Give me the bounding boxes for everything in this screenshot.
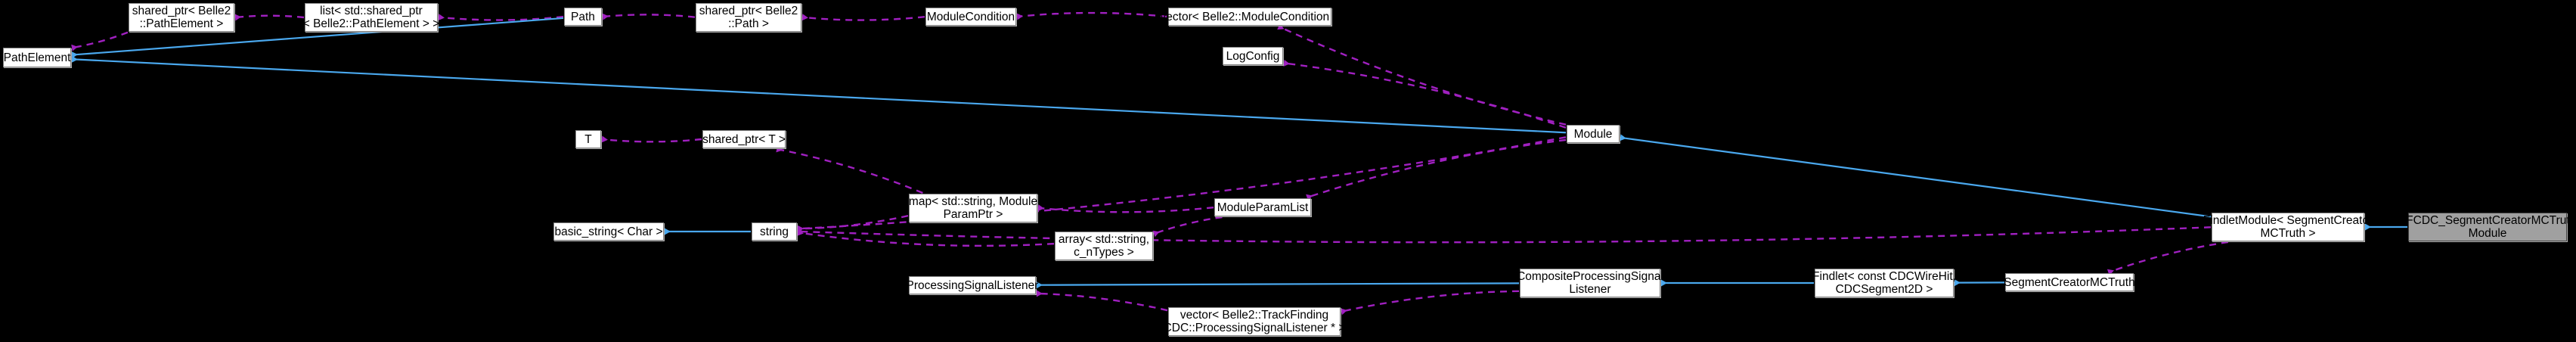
edge-sharedptr_pe-to-pathelement bbox=[71, 31, 129, 51]
edge-cpsl-to-psl bbox=[1036, 281, 1520, 289]
node-sharedptr_t[interactable]: shared_ptr< T > bbox=[702, 130, 786, 148]
node-findlet_cdc[interactable]: Findlet< const CDCWireHit, CDCSegment2D … bbox=[1812, 269, 1956, 297]
edge-module-to-vector_modcond bbox=[1277, 23, 1567, 126]
node-sharedptr_pe[interactable]: shared_ptr< Belle2 ::PathElement > bbox=[129, 3, 234, 32]
node-vector_modcond[interactable]: vector< Belle2::ModuleCondition > bbox=[1161, 8, 1339, 26]
edge-array_string-to-string bbox=[797, 229, 1055, 247]
node-moduleparamlist[interactable]: ModuleParamList bbox=[1214, 198, 1311, 216]
node-array_string[interactable]: array< std::string, c_nTypes > bbox=[1055, 232, 1153, 260]
edge-moduleparamlist-to-array_string bbox=[1152, 216, 1223, 238]
edge-module-to-moduleparamlist bbox=[1306, 138, 1567, 201]
node-path[interactable]: Path bbox=[564, 8, 602, 26]
edge-path-to-list_sharedptr_pe bbox=[438, 14, 564, 21]
node-basic_string[interactable]: basic_string< Char > bbox=[553, 222, 664, 241]
edge-cpsl-to-vector_psl bbox=[1341, 290, 1520, 316]
node-vector_psl[interactable]: vector< Belle2::TrackFinding CDC::Proces… bbox=[1163, 307, 1346, 336]
node-logconfig[interactable]: LogConfig bbox=[1223, 47, 1283, 65]
edge-vector_modcond-to-modulecondition bbox=[1016, 11, 1168, 20]
node-cpsl[interactable]: CompositeProcessingSignal Listener bbox=[1517, 269, 1663, 297]
edge-vector_psl-to-psl bbox=[1036, 290, 1168, 312]
edge-module-to-logconfig bbox=[1283, 59, 1567, 129]
edge-modulecondition-to-sharedptr_path bbox=[801, 14, 925, 21]
node-map_moduleparam[interactable]: map< std::string, Module ParamPtr > bbox=[908, 194, 1038, 222]
node-t[interactable]: T bbox=[575, 130, 601, 148]
node-segcreatormct[interactable]: SegmentCreatorMCTruth bbox=[2004, 273, 2135, 291]
node-module[interactable]: Module bbox=[1567, 125, 1620, 143]
edge-sharedptr_t-to-t bbox=[601, 135, 702, 143]
edge-findletmodule-to-module bbox=[1620, 134, 2212, 218]
edge-findletmodule-to-segcreatormct bbox=[2106, 241, 2228, 276]
node-list_sharedptr_pe[interactable]: list< std::shared_ptr < Belle2::PathElem… bbox=[302, 3, 440, 32]
node-sharedptr_path[interactable]: shared_ptr< Belle2 ::Path > bbox=[696, 3, 801, 32]
node-pathelement[interactable]: PathElement bbox=[3, 48, 71, 67]
edge-sharedptr_path-to-path bbox=[602, 13, 696, 20]
node-psl[interactable]: ProcessingSignalListener bbox=[907, 276, 1038, 294]
node-modulecondition[interactable]: ModuleCondition bbox=[925, 8, 1016, 26]
edge-module-to-pathelement bbox=[71, 55, 1567, 134]
node-tfcdc_module[interactable]: TFCDC_SegmentCreatorMCTruth Module bbox=[2398, 213, 2576, 241]
node-string[interactable]: string bbox=[752, 222, 797, 241]
edge-findletmodule-to-string bbox=[797, 226, 2212, 244]
node-findletmodule[interactable]: FindletModule< SegmentCreator MCTruth > bbox=[2202, 213, 2373, 241]
edge-moduleparamlist-to-map_moduleparam bbox=[1037, 204, 1214, 213]
edge-map_moduleparam-to-sharedptr_t bbox=[776, 145, 923, 194]
edge-map_moduleparam-to-string bbox=[797, 214, 909, 232]
edge-list_sharedptr_pe-to-sharedptr_pe bbox=[234, 14, 305, 21]
